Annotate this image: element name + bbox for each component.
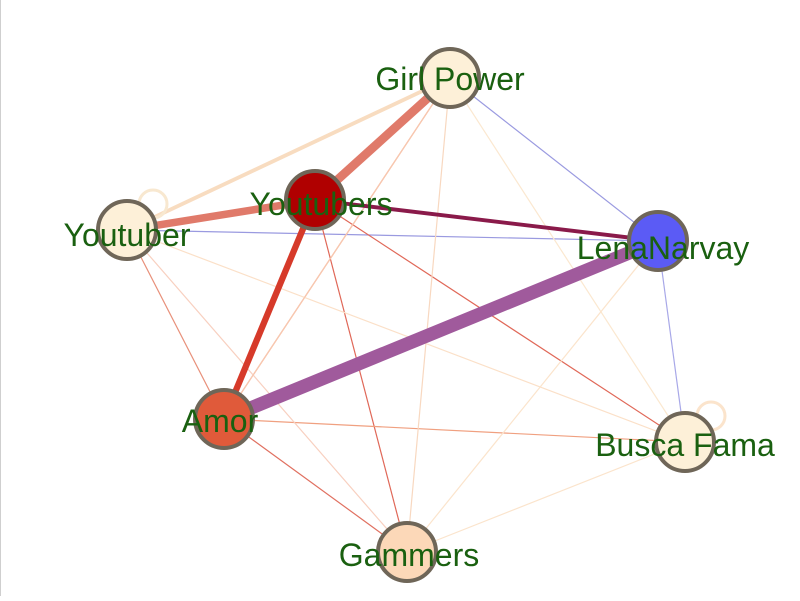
edge-youtuber-amor [126,229,225,420]
edge-amor-girl_power [223,77,451,420]
node-label-girl_power: Girl Power [375,61,525,97]
edges-layer [126,74,727,553]
edge-youtuber-busca_fama [126,229,686,443]
node-gammers[interactable] [376,521,438,583]
edge-youtuber-gammers [126,229,408,553]
edge-youtuber-youtubers [126,196,316,234]
edge-girl_power-gammers [406,77,451,553]
edge-lenanarvay-gammers [406,240,659,553]
edge-amor-lenanarvay [221,234,661,426]
nodes-layer [96,47,716,583]
node-amor[interactable] [193,388,255,450]
edge-gammers-busca_fama [406,441,686,553]
node-label-gammers: Gammers [339,537,479,573]
edge-youtuber-lenanarvay [126,229,659,242]
node-youtuber[interactable] [96,199,158,261]
node-busca_fama[interactable] [654,411,716,473]
node-label-amor: Amor [182,403,259,439]
node-label-lenanarvay: LenaNarvay [577,230,750,266]
node-girl_power[interactable] [419,47,481,109]
edge-youtubers-amor [221,198,318,421]
node-label-busca_fama: Busca Fama [595,427,775,463]
edge-girl_power-busca_fama [449,77,686,443]
edge-youtubers-busca_fama [314,199,686,443]
edge-lenanarvay-busca_fama [657,240,686,443]
node-youtubers[interactable] [284,169,346,231]
edge-girl_power-lenanarvay [449,77,659,242]
edge-amor-gammers [223,418,408,553]
edge-youtubers-lenanarvay [314,198,659,243]
edge-youtuber-girl_power [126,76,451,232]
node-label-youtuber: Youtuber [64,217,191,253]
edge-amor-busca_fama [223,418,686,443]
left-border [0,0,1,596]
node-lenanarvay[interactable] [627,210,689,272]
node-label-youtubers: Youtubers [250,186,393,222]
